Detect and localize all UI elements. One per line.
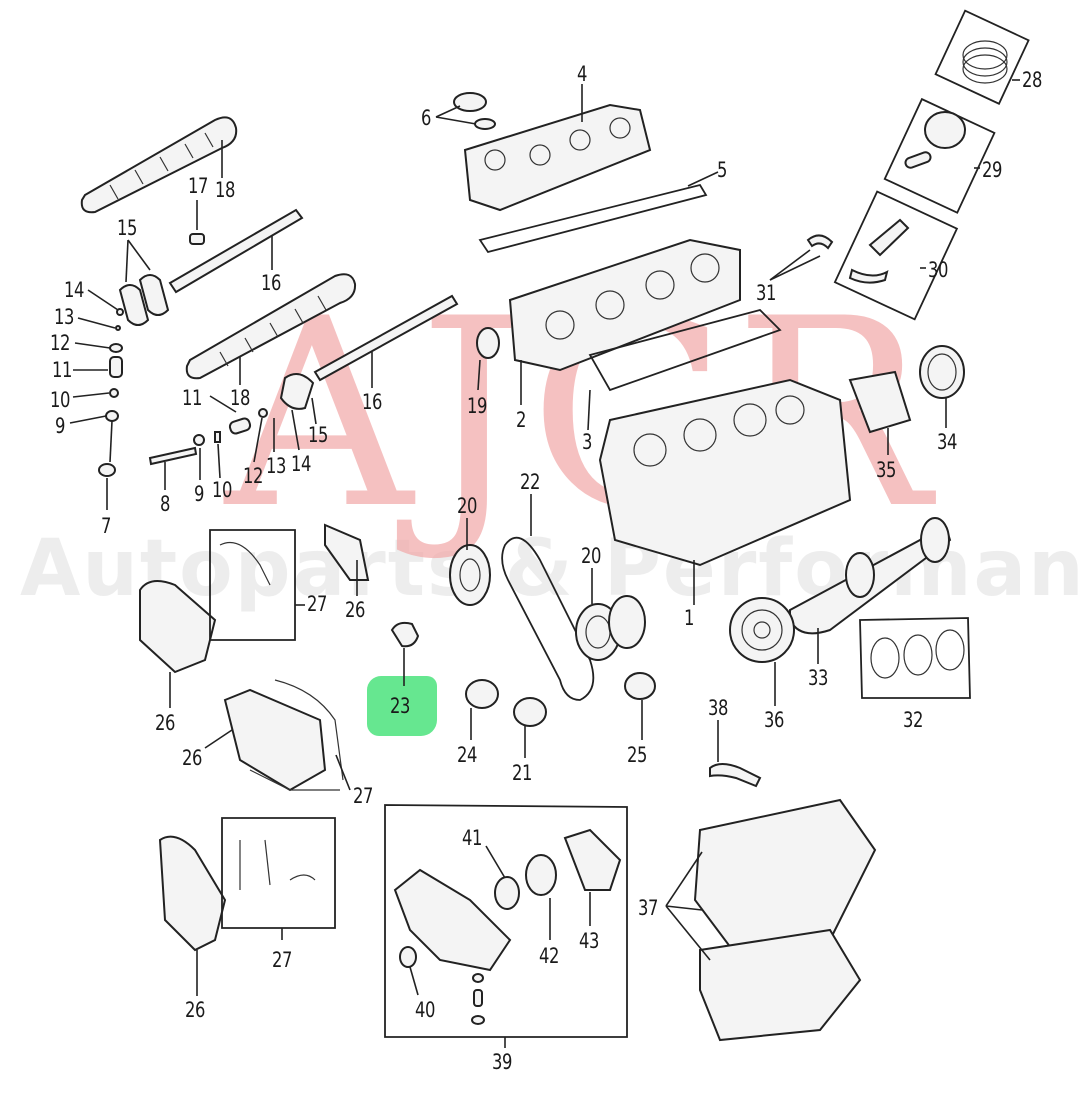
timing-cover-lower-icon [223,688,327,792]
callout-40: 40 [415,998,436,1022]
camshaft-upper-icon [80,116,238,214]
callout-15-center: 15 [308,423,329,447]
oil-pump-gasket-icon [525,854,557,896]
idler-pulley-icon [465,679,499,709]
callout-27-a: 27 [307,592,328,616]
callout-24: 24 [457,743,478,767]
oil-pump-body-icon [393,868,512,972]
oil-pump-gear-icon [494,876,520,910]
timing-gear-icon [513,697,547,727]
callout-17: 17 [188,174,209,198]
valve-train-left-icon [98,308,124,477]
callout-16-upper: 16 [261,271,282,295]
callout-9-center: 9 [194,482,205,506]
camshaft-seal-icon [476,327,500,359]
callout-10-center: 10 [212,478,233,502]
crank-pulley-icon [729,597,795,663]
callout-32: 32 [903,708,924,732]
callout-18-upper: 18 [215,178,236,202]
callout-12-center: 12 [243,464,264,488]
callout-27-b: 27 [353,784,374,808]
bearing-icon [806,234,834,250]
camshaft-lower-icon [185,273,357,380]
callout-31: 31 [756,281,777,305]
callout-20-right: 20 [581,544,602,568]
rocker-shaft-upper-icon [168,208,304,294]
callout-33: 33 [808,666,829,690]
timing-cover-front-icon [158,835,227,952]
callout-26-b: 26 [155,711,176,735]
callout-20-left: 20 [457,494,478,518]
callout-21: 21 [512,761,533,785]
callout-19: 19 [467,394,488,418]
callout-28: 28 [1022,68,1043,92]
callout-11-left: 11 [52,358,73,382]
callout-41: 41 [462,826,483,850]
callout-39: 39 [492,1050,513,1074]
callout-37: 37 [638,896,659,920]
rocker-shaft-lower-icon [313,294,459,382]
callout-9-left: 9 [55,414,66,438]
callout-26-c: 26 [182,746,203,770]
callout-43: 43 [579,929,600,953]
oil-cap-icon [453,92,487,112]
rocker-arm-lower-icon [279,373,315,410]
crankshaft-icon [789,517,952,635]
piston-icon [924,111,966,149]
callout-30: 30 [928,258,949,282]
callout-15-left: 15 [117,216,138,240]
oil-pan-icon [693,798,877,1042]
part-23-highlight [367,676,437,736]
oil-seal-icon [399,946,417,968]
timing-cover-back-icon [324,523,370,581]
callout-12-left: 12 [50,331,71,355]
callout-36: 36 [764,708,785,732]
callout-26-a: 26 [345,598,366,622]
head-gasket-icon [588,308,782,392]
oil-pump-cover-icon [563,828,622,891]
callout-6: 6 [421,106,432,130]
callout-25: 25 [627,743,648,767]
callout-3: 3 [582,430,593,454]
valve-bolt-icon [148,446,198,466]
callout-13-left: 13 [54,305,75,329]
cylinder-head-icon [508,238,741,372]
camshaft-sprocket-left-icon [449,544,491,606]
callout-14-center: 14 [291,452,312,476]
callout-34: 34 [937,430,958,454]
timing-cover-upper-icon [139,580,217,674]
callout-16-lower: 16 [362,390,383,414]
valve-cover-icon [463,103,652,212]
callout-1: 1 [684,606,695,630]
callout-11-center: 11 [182,386,203,410]
callout-10-left: 10 [50,388,71,412]
engine-block-icon [598,378,852,567]
callout-2: 2 [516,408,527,432]
callout-18-lower: 18 [230,386,251,410]
callout-14-left: 14 [64,278,85,302]
rocker-arm-icon [118,274,170,326]
callout-7: 7 [101,514,112,538]
callout-27-c: 27 [272,948,293,972]
seal-retainer-icon [848,370,912,434]
callout-4: 4 [577,62,588,86]
callout-26-d: 26 [185,998,206,1022]
idler-bushing-icon [624,672,656,700]
callout-22: 22 [520,470,541,494]
callout-29: 29 [982,158,1003,182]
connecting-rod-icon [868,218,910,257]
timing-belt-icon [501,536,595,701]
tensioner-icon [390,621,420,648]
pcv-tube-icon [709,763,762,788]
callout-23-highlighted[interactable]: 23 [390,694,411,718]
callout-13-center: 13 [266,454,287,478]
callout-42: 42 [539,944,560,968]
valve-cover-gasket-icon [478,183,708,254]
callout-5: 5 [717,158,728,182]
callout-8: 8 [160,492,171,516]
callout-35: 35 [876,458,897,482]
callout-38: 38 [708,696,729,720]
rear-main-seal-icon [919,345,965,399]
